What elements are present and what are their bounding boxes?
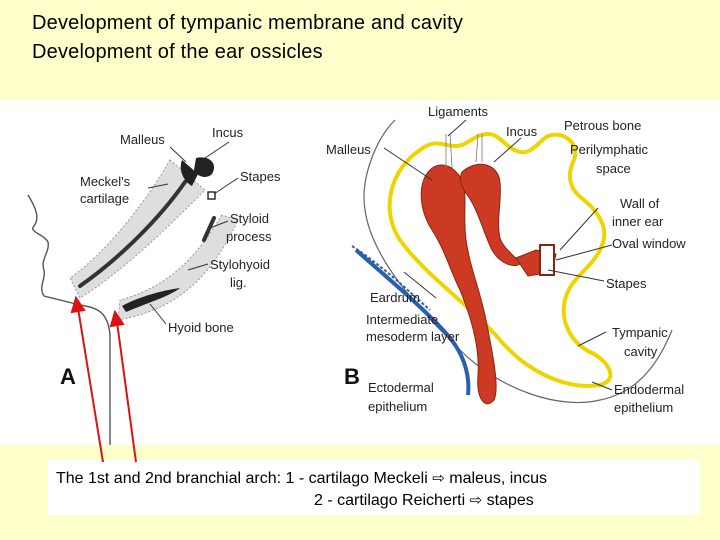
leader-eardrum bbox=[403, 271, 437, 299]
label-endodermal-2: epithelium bbox=[614, 400, 673, 415]
leader-malleus-b bbox=[383, 147, 433, 181]
label-hyoid: Hyoid bone bbox=[168, 320, 234, 335]
oval-window-shape bbox=[539, 244, 555, 276]
label-perilymphatic-1: Perilymphatic bbox=[570, 142, 649, 157]
leader-malleus-a bbox=[169, 146, 187, 163]
malleus-shape-a bbox=[180, 160, 198, 186]
label-wall-1: Wall of bbox=[620, 196, 660, 211]
panel-letter-a: A bbox=[60, 364, 76, 389]
right-arrow-icon: ⇨ bbox=[469, 491, 483, 509]
label-perilymphatic-2: space bbox=[596, 161, 631, 176]
leader-stapes-a bbox=[213, 177, 239, 195]
label-malleus-a: Malleus bbox=[120, 132, 165, 147]
label-malleus-b: Malleus bbox=[326, 142, 371, 157]
label-tympanic-2: cavity bbox=[624, 344, 658, 359]
caption-line-1: The 1st and 2nd branchial arch: 1 - cart… bbox=[56, 469, 547, 488]
label-stylohyoid-2: lig. bbox=[230, 275, 247, 290]
leader-incus-a bbox=[204, 141, 230, 159]
label-intermediate-1: Intermediate bbox=[366, 312, 438, 327]
label-ectodermal-2: epithelium bbox=[368, 399, 427, 414]
caption-line-2-result: stapes bbox=[486, 492, 534, 509]
caption-line-1-text: The 1st and 2nd branchial arch: 1 - cart… bbox=[56, 470, 428, 487]
label-endodermal-1: Endodermal bbox=[614, 382, 684, 397]
leader-styloid bbox=[209, 220, 229, 229]
caption-box: The 1st and 2nd branchial arch: 1 - cart… bbox=[48, 460, 700, 515]
leader-endodermal bbox=[591, 381, 613, 391]
leader-wall bbox=[559, 207, 599, 251]
right-arrow-icon: ⇨ bbox=[432, 469, 445, 487]
label-wall-2: inner ear bbox=[612, 214, 664, 229]
label-oval-window: Oval window bbox=[612, 236, 686, 251]
meckels-cartilage-region bbox=[69, 159, 206, 299]
label-incus-b: Incus bbox=[506, 124, 538, 139]
label-stylohyoid-1: Stylohyoid bbox=[210, 257, 270, 272]
styloid-process-shape bbox=[202, 216, 216, 242]
panel-letter-b: B bbox=[344, 364, 360, 389]
caption-line-2-text: 2 - cartilago Reicherti bbox=[314, 492, 466, 509]
incus-shape-a bbox=[194, 157, 215, 177]
leader-hyoid bbox=[149, 303, 167, 325]
label-ectodermal-1: Ectodermal bbox=[368, 380, 434, 395]
label-stapes-b: Stapes bbox=[606, 276, 647, 291]
title-line-2: Development of the ear ossicles bbox=[32, 41, 323, 63]
label-incus-a: Incus bbox=[212, 125, 244, 140]
figure-b: Ligaments Incus Petrous bone Malleus Per… bbox=[326, 104, 686, 415]
stapes-shape-a bbox=[207, 191, 216, 200]
label-ligaments: Ligaments bbox=[428, 104, 488, 119]
title-line-1: Development of tympanic membrane and cav… bbox=[32, 12, 464, 34]
meckels-cartilage-bar bbox=[78, 180, 187, 288]
caption-line-2: 2 - cartilago Reicherti ⇨ stapes bbox=[314, 491, 534, 510]
figure-a: Malleus Incus Meckel's cartilage Stapes … bbox=[27, 125, 281, 445]
label-styloid-1: Styloid bbox=[230, 211, 269, 226]
malleus-shape-b bbox=[420, 164, 497, 405]
ectodermal-epithelium-line bbox=[354, 248, 471, 396]
label-petrous-bone: Petrous bone bbox=[564, 118, 641, 133]
label-tympanic-1: Tympanic bbox=[612, 325, 668, 340]
caption-line-1-result: maleus, incus bbox=[449, 470, 548, 487]
ear-development-figure: Malleus Incus Meckel's cartilage Stapes … bbox=[27, 104, 686, 445]
leader-incus-b bbox=[493, 137, 522, 163]
leader-oval-window bbox=[555, 244, 613, 261]
leader-ligaments bbox=[447, 119, 467, 137]
face-profile-outline bbox=[27, 194, 111, 445]
eardrum-line bbox=[351, 245, 431, 311]
label-meckels-1: Meckel's bbox=[80, 174, 131, 189]
ligaments-fibers bbox=[445, 133, 483, 169]
label-styloid-2: process bbox=[226, 229, 272, 244]
leader-tympanic bbox=[577, 331, 607, 347]
label-eardrum: Eardrum bbox=[370, 290, 420, 305]
label-stapes-a: Stapes bbox=[240, 169, 281, 184]
leader-meckels bbox=[147, 183, 169, 189]
label-intermediate-2: mesoderm layer bbox=[366, 329, 460, 344]
leader-stapes-b bbox=[547, 269, 605, 282]
leader-stylohyoid bbox=[187, 263, 209, 271]
hyoid-bone-shape bbox=[122, 288, 180, 312]
label-meckels-2: cartilage bbox=[80, 191, 129, 206]
